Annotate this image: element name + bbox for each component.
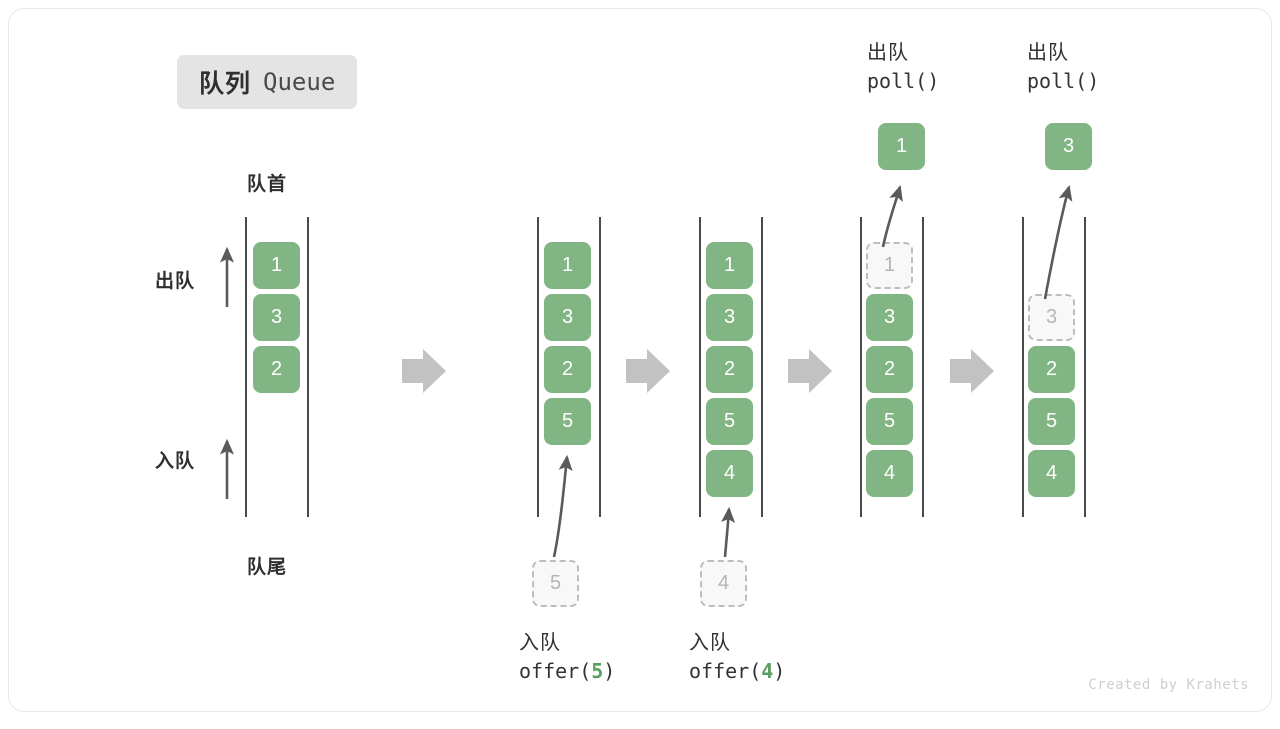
step-arrow xyxy=(402,349,446,393)
label-queue-rear: 队尾 xyxy=(247,557,288,578)
step-arrow xyxy=(950,349,994,393)
label-queue-front: 队首 xyxy=(247,174,288,195)
operation-code: offer(5) xyxy=(519,657,615,685)
queue-cell: 2 xyxy=(866,346,913,393)
rail-right-stage-5 xyxy=(1084,217,1086,517)
code-suffix: ) xyxy=(773,659,786,684)
queue-cell: 2 xyxy=(544,346,591,393)
enqueue-motion-arrow xyxy=(721,506,736,558)
title-cn: 队列 xyxy=(199,70,252,98)
watermark-credit: Created by Krahets xyxy=(1088,677,1249,693)
queue-cell: 1 xyxy=(253,242,300,289)
queue-cell: 1 xyxy=(706,242,753,289)
queue-cell: 5 xyxy=(1028,398,1075,445)
operation-cn: 入队 xyxy=(519,632,561,654)
dequeue-motion-arrow xyxy=(881,185,903,248)
label-enqueue-direction: 入队 xyxy=(155,451,196,472)
queue-cell: 5 xyxy=(706,398,753,445)
operation-code: poll() xyxy=(867,69,940,94)
pending-enqueue-value: 4 xyxy=(700,560,747,607)
diagram-title-badge: 队列 Queue xyxy=(177,55,358,109)
step-arrow xyxy=(788,349,832,393)
operation-label-poll-1: 出队 poll() xyxy=(867,39,939,96)
queue-cell-removed: 3 xyxy=(1028,294,1075,341)
dequeue-motion-arrow xyxy=(1043,184,1073,300)
code-number: 5 xyxy=(591,659,604,684)
queue-cell: 2 xyxy=(253,346,300,393)
code-prefix: offer( xyxy=(519,659,592,684)
queue-cell: 3 xyxy=(866,294,913,341)
polled-value: 1 xyxy=(878,123,925,170)
title-en: Queue xyxy=(263,68,336,96)
rail-right-stage-3 xyxy=(761,217,763,517)
queue-cell: 4 xyxy=(706,450,753,497)
rail-left-stage-4 xyxy=(860,217,862,517)
code-number: 4 xyxy=(761,659,774,684)
rail-right-stage-4 xyxy=(922,217,924,517)
queue-cell: 2 xyxy=(1028,346,1075,393)
queue-cell: 3 xyxy=(544,294,591,341)
rail-left-stage-5 xyxy=(1022,217,1024,517)
queue-cell: 3 xyxy=(706,294,753,341)
operation-label-offer-4: 入队 offer(4) xyxy=(689,629,785,686)
rail-left-stage-2 xyxy=(537,217,539,517)
polled-value: 3 xyxy=(1045,123,1092,170)
operation-cn: 出队 xyxy=(867,42,909,64)
step-arrow xyxy=(626,349,670,393)
queue-cell: 3 xyxy=(253,294,300,341)
diagram-card: 队列 Queue 队首 队尾 出队 入队 1 3 2 1 3 2 5 5 入队 … xyxy=(8,8,1272,712)
operation-code: poll() xyxy=(1027,69,1100,94)
queue-cell: 2 xyxy=(706,346,753,393)
operation-cn: 入队 xyxy=(689,632,731,654)
queue-cell: 4 xyxy=(1028,450,1075,497)
rail-left-stage-3 xyxy=(699,217,701,517)
rail-left-stage-1 xyxy=(245,217,247,517)
code-suffix: ) xyxy=(603,659,616,684)
rail-right-stage-1 xyxy=(307,217,309,517)
enqueue-motion-arrow xyxy=(552,454,573,558)
operation-label-offer-5: 入队 offer(5) xyxy=(519,629,615,686)
arrow-overlay xyxy=(219,184,1073,558)
operation-cn: 出队 xyxy=(1027,42,1069,64)
label-dequeue-direction: 出队 xyxy=(155,271,196,292)
rail-right-stage-2 xyxy=(599,217,601,517)
operation-label-poll-2: 出队 poll() xyxy=(1027,39,1099,96)
queue-cell-removed: 1 xyxy=(866,242,913,289)
queue-cell: 1 xyxy=(544,242,591,289)
operation-code: offer(4) xyxy=(689,657,785,685)
pending-enqueue-value: 5 xyxy=(532,560,579,607)
queue-cell: 4 xyxy=(866,450,913,497)
queue-cell: 5 xyxy=(866,398,913,445)
code-prefix: offer( xyxy=(689,659,762,684)
queue-cell: 5 xyxy=(544,398,591,445)
